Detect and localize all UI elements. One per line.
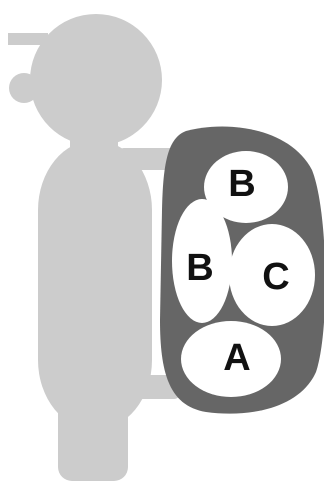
compartment-left-b — [172, 199, 232, 323]
person-silhouette — [8, 14, 180, 481]
compartment-bottom-a — [181, 321, 281, 397]
head — [30, 14, 162, 146]
torso — [38, 140, 152, 430]
compartment-right-c — [229, 224, 315, 326]
label-top-b: B — [228, 163, 255, 205]
bottom-strap — [120, 375, 180, 399]
legs — [58, 380, 128, 481]
top-strap — [118, 148, 180, 170]
label-right-c: C — [262, 256, 289, 298]
label-bottom-a: A — [223, 337, 250, 379]
cap-brim — [8, 33, 48, 45]
compartment-top-b — [204, 151, 288, 223]
label-left-b: B — [186, 247, 213, 289]
